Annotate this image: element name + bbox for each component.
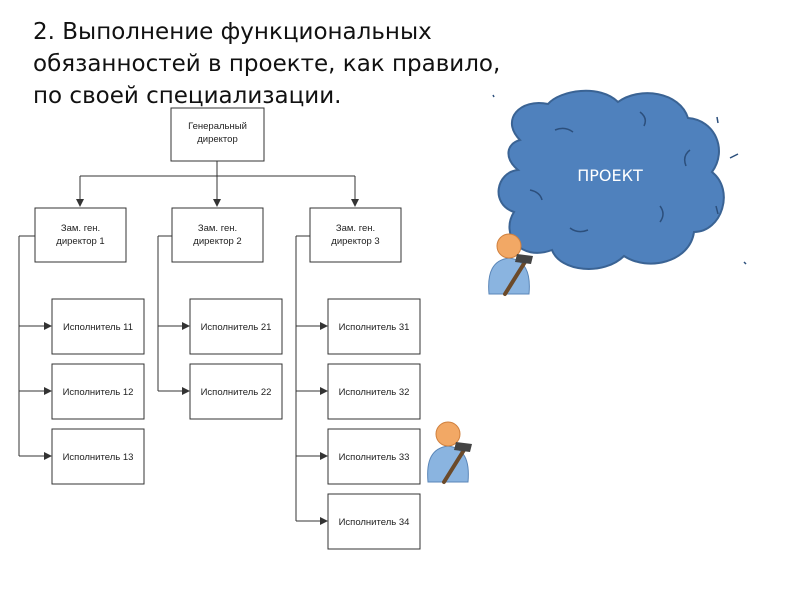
executor-32-label: Исполнитель 32 bbox=[339, 387, 410, 398]
worker-with-hammer-icon bbox=[488, 233, 533, 296]
deputy-box-1: Зам. ген. директор 1 bbox=[34, 207, 127, 263]
executor-box-32: Исполнитель 32 bbox=[327, 363, 421, 420]
deputy-3-label-1: Зам. ген. bbox=[336, 223, 375, 234]
deputy-box-3: Зам. ген. директор 3 bbox=[309, 207, 402, 263]
executor-box-21: Исполнитель 21 bbox=[189, 298, 283, 355]
executor-box-31: Исполнитель 31 bbox=[327, 298, 421, 355]
deputy-1-label-1: Зам. ген. bbox=[61, 223, 100, 234]
deputy-1-label-2: директор 1 bbox=[56, 236, 104, 247]
executor-34-label: Исполнитель 34 bbox=[339, 517, 410, 528]
executor-31-label: Исполнитель 31 bbox=[339, 322, 410, 333]
executor-box-33: Исполнитель 33 bbox=[327, 428, 421, 485]
director-box: Генеральный директор bbox=[170, 107, 265, 162]
executor-33-label: Исполнитель 33 bbox=[339, 452, 410, 463]
connector-lines bbox=[18, 161, 359, 525]
executor-22-label: Исполнитель 22 bbox=[201, 387, 272, 398]
executor-box-34: Исполнитель 34 bbox=[327, 493, 421, 550]
executor-13-label: Исполнитель 13 bbox=[63, 452, 134, 463]
deputy-3-label-2: директор 3 bbox=[331, 236, 379, 247]
cloud-accent-marks bbox=[492, 94, 747, 265]
executor-box-11: Исполнитель 11 bbox=[51, 298, 145, 355]
title-line-2: обязанностей в проекте, как правило, bbox=[33, 51, 501, 77]
title-line-1: 2. Выполнение функциональных bbox=[33, 19, 432, 45]
deputy-2-label-2: директор 2 bbox=[193, 236, 241, 247]
title-line-3: по своей специализации. bbox=[33, 83, 342, 109]
cloud-shape bbox=[497, 89, 725, 270]
worker-with-hammer-icon bbox=[427, 421, 472, 484]
executor-box-22: Исполнитель 22 bbox=[189, 363, 283, 420]
executor-12-label: Исполнитель 12 bbox=[63, 387, 134, 398]
executor-box-13: Исполнитель 13 bbox=[51, 428, 145, 485]
executor-11-label: Исполнитель 11 bbox=[63, 322, 133, 333]
deputy-2-label-1: Зам. ген. bbox=[198, 223, 237, 234]
executor-21-label: Исполнитель 21 bbox=[201, 322, 272, 333]
cloud-label: ПРОЕКТ bbox=[577, 166, 643, 185]
slide-title: 2. Выполнение функциональных обязанносте… bbox=[33, 16, 593, 112]
executor-box-12: Исполнитель 12 bbox=[51, 363, 145, 420]
deputy-box-2: Зам. ген. директор 2 bbox=[171, 207, 264, 263]
project-cloud: ПРОЕКТ bbox=[497, 89, 725, 270]
director-label-2: директор bbox=[197, 134, 238, 145]
director-label-1: Генеральный bbox=[188, 121, 247, 132]
